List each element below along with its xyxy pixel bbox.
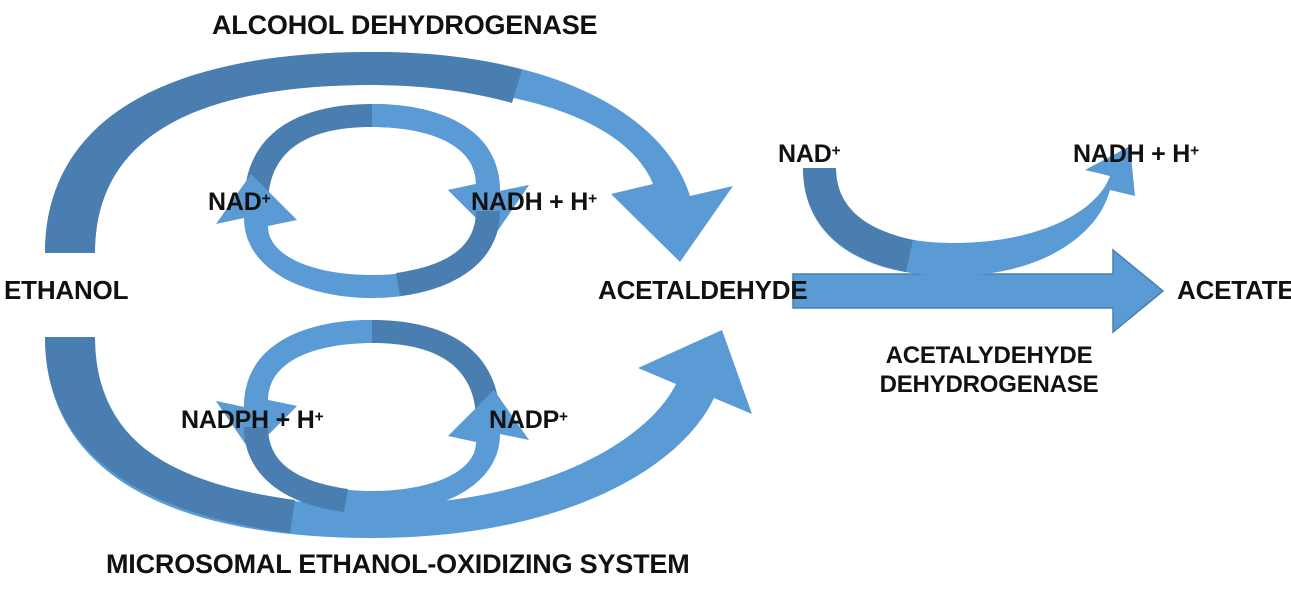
nadp-plus-superscript: + xyxy=(559,408,569,426)
nadh-h-right-superscript: + xyxy=(1190,142,1200,160)
nad-plus-label: NAD+ xyxy=(208,188,271,217)
nadp-plus-text: NADP xyxy=(489,406,560,434)
nad-to-nadh-arc xyxy=(244,104,529,236)
nadh-to-nad-arc xyxy=(216,174,500,298)
nadh-h-right-label: NADH + H+ xyxy=(1073,140,1199,169)
acetaldehyde-label: ACETALDEHYDE xyxy=(598,275,808,305)
microsomal-system-title: MICROSOMAL ETHANOL-OXIDIZING SYSTEM xyxy=(106,549,690,579)
nadp-to-nadph-arc xyxy=(216,320,500,452)
nadh-h-superscript: + xyxy=(588,190,598,208)
nadh-h-label: NADH + H+ xyxy=(471,188,597,217)
adh-main-arrow xyxy=(45,52,733,262)
nad-plus-text: NAD xyxy=(208,188,262,216)
meos-main-arrow xyxy=(45,330,752,538)
nad-plus-right-text: NAD xyxy=(778,140,832,168)
nad-plus-superscript: + xyxy=(261,190,271,208)
nadp-plus-label: NADP+ xyxy=(489,406,568,435)
acetate-label: ACETATE xyxy=(1177,275,1291,305)
nadph-to-nadp-arc xyxy=(244,390,529,514)
nadph-h-label: NADPH + H+ xyxy=(181,406,324,435)
acetaldehyde-to-acetate-arrow xyxy=(792,248,1165,334)
acetaldehyde-dehydrogenase-line1: ACETALYDEHYDE xyxy=(885,342,1093,369)
nad-plus-right-label: NAD+ xyxy=(778,140,841,169)
nad-plus-right-superscript: + xyxy=(831,142,841,160)
alcohol-dehydrogenase-title: ALCOHOL DEHYDROGENASE xyxy=(212,10,598,40)
nadh-h-text: NADH + H xyxy=(471,188,589,216)
nadph-h-text: NADPH + H xyxy=(181,406,315,434)
acetaldehyde-dehydrogenase-line2: DEHYDROGENASE xyxy=(879,371,1099,399)
nadh-h-right-text: NADH + H xyxy=(1073,140,1191,168)
ethanol-label: ETHANOL xyxy=(4,275,129,305)
nadph-h-superscript: + xyxy=(314,408,324,426)
nad-to-nadh-right-arc xyxy=(803,146,1135,276)
